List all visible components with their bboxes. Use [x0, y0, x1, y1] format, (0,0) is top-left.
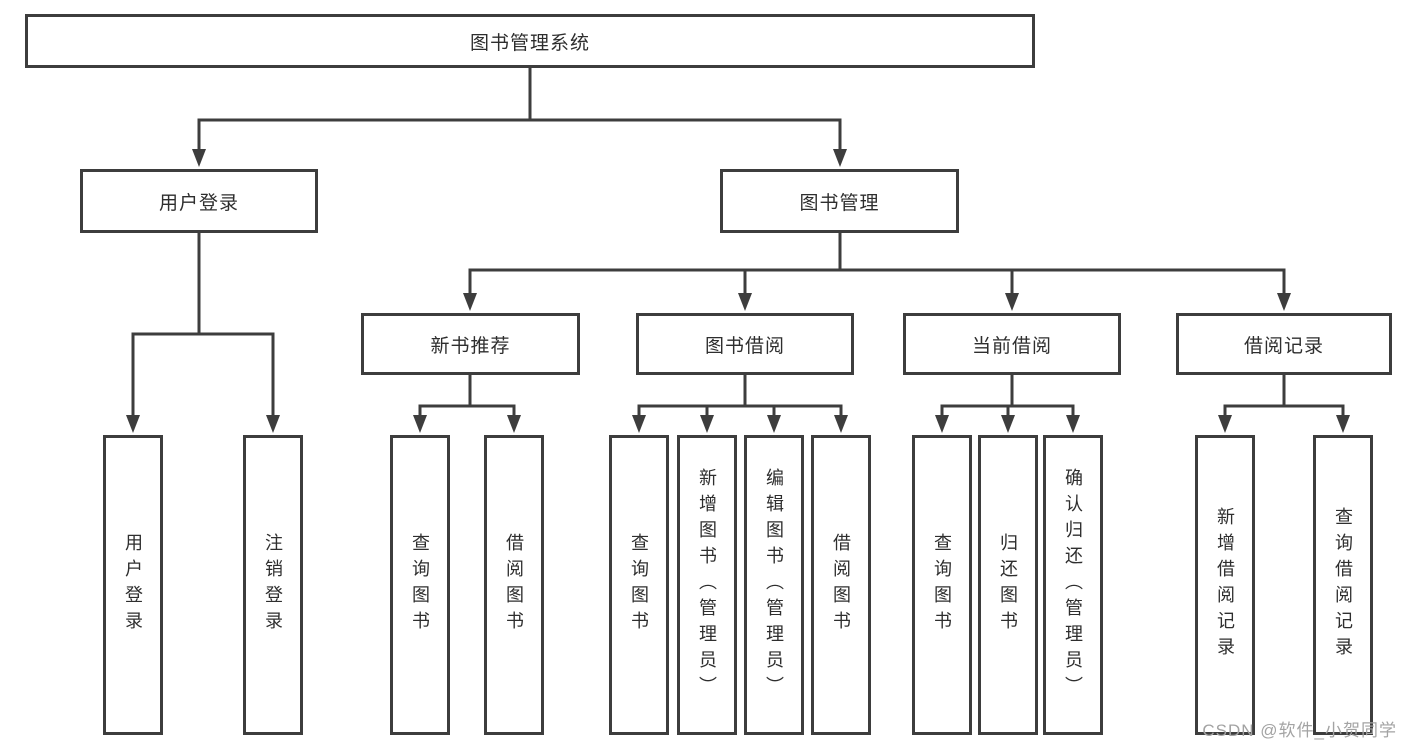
arrow-icon [413, 415, 427, 433]
arrow-icon [833, 149, 847, 167]
node-new-book-recommendation: 新书推荐 [361, 313, 580, 375]
node-label: 当前借阅 [971, 335, 1052, 357]
leaf-add-borrow-record: 新增借阅记录 [1195, 435, 1255, 735]
node-label: 新书推荐 [430, 335, 511, 357]
node-user-login: 用户登录 [80, 169, 318, 233]
node-book-borrowing: 图书借阅 [636, 313, 854, 375]
node-label: 归还图书 [998, 533, 1018, 637]
arrow-icon [834, 415, 848, 433]
connector-recommend-to-leaves [418, 375, 516, 415]
arrow-icon [463, 293, 477, 311]
node-current-borrowing: 当前借阅 [903, 313, 1121, 375]
node-label: 查询图书 [629, 533, 649, 637]
leaf-user-login: 用户登录 [103, 435, 163, 735]
node-label: 查询图书 [932, 533, 952, 637]
node-label: 用户登录 [158, 192, 239, 214]
arrow-icon [632, 415, 646, 433]
arrow-icon [266, 415, 280, 433]
arrow-icon [1005, 293, 1019, 311]
connector-current-to-leaves [940, 375, 1075, 415]
node-label: 新增借阅记录 [1215, 507, 1235, 663]
leaf-borrow-books-recommend: 借阅图书 [484, 435, 544, 735]
arrow-icon [1001, 415, 1015, 433]
node-label: 注销登录 [263, 533, 283, 637]
node-label: 借阅记录 [1243, 335, 1324, 357]
csdn-watermark: CSDN @软件_小贺同学 [1202, 721, 1397, 740]
leaf-return-book: 归还图书 [978, 435, 1038, 735]
node-label: 编辑图书（管理员） [764, 468, 784, 702]
leaf-confirm-return-admin: 确认归还（管理员） [1043, 435, 1103, 735]
arrow-icon [700, 415, 714, 433]
node-label: 用户登录 [123, 533, 143, 637]
node-label: 借阅图书 [504, 533, 524, 637]
arrow-icon [192, 149, 206, 167]
leaf-borrow-books: 借阅图书 [811, 435, 871, 735]
arrow-icon [935, 415, 949, 433]
node-label: 查询借阅记录 [1333, 507, 1353, 663]
arrow-icon [1277, 293, 1291, 311]
arrow-icon [126, 415, 140, 433]
node-library-management-system: 图书管理系统 [25, 14, 1035, 68]
arrow-icon [507, 415, 521, 433]
leaf-edit-book-admin: 编辑图书（管理员） [744, 435, 804, 735]
leaf-query-books-recommend: 查询图书 [390, 435, 450, 735]
connector-borrowing-to-leaves [637, 375, 843, 415]
arrow-icon [1218, 415, 1232, 433]
arrow-icon [767, 415, 781, 433]
node-label: 图书借阅 [704, 335, 785, 357]
arrow-icon [738, 293, 752, 311]
leaf-query-books-borrow: 查询图书 [609, 435, 669, 735]
node-label: 图书管理系统 [469, 32, 590, 54]
leaf-logout: 注销登录 [243, 435, 303, 735]
node-label: 确认归还（管理员） [1063, 468, 1083, 702]
node-label: 新增图书（管理员） [697, 468, 717, 702]
node-label: 查询图书 [410, 533, 430, 637]
arrow-icon [1066, 415, 1080, 433]
node-borrowing-records: 借阅记录 [1176, 313, 1392, 375]
node-book-management: 图书管理 [720, 169, 959, 233]
leaf-add-book-admin: 新增图书（管理员） [677, 435, 737, 735]
arrow-icon [1336, 415, 1350, 433]
connector-root-to-level2 [197, 68, 842, 150]
leaf-query-books-current: 查询图书 [912, 435, 972, 735]
leaf-query-borrow-record: 查询借阅记录 [1313, 435, 1373, 735]
connector-userlogin-to-leaves [131, 233, 275, 415]
connector-bookmgmt-to-level3 [468, 233, 1286, 293]
connector-records-to-leaves [1223, 375, 1345, 415]
node-label: 借阅图书 [831, 533, 851, 637]
node-label: 图书管理 [799, 192, 880, 214]
